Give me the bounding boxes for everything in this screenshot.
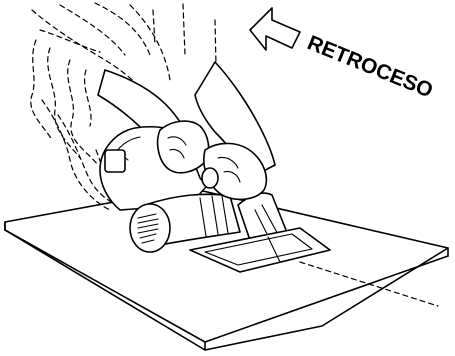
kickback-label: RETROCESO bbox=[304, 31, 436, 102]
outline-arrow-up-left-icon bbox=[250, 8, 300, 50]
motor-cap bbox=[130, 204, 170, 252]
switch-icon bbox=[105, 150, 125, 172]
